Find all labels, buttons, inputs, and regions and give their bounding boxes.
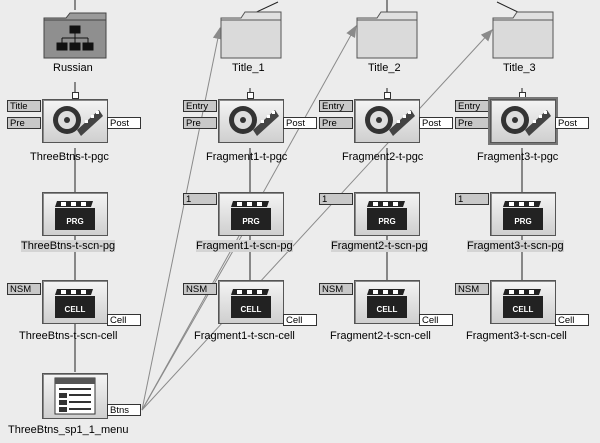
russian-label: Russian [53,62,93,74]
menu-btns-port[interactable]: Btns [107,404,141,416]
clapper-cell-icon: CELL [231,289,271,318]
cell-3-node[interactable]: CELL [490,280,556,324]
clapper-prg-icon: PRG [231,201,271,230]
cell-0-nsm-port[interactable]: NSM [7,283,41,295]
pg-0-label: ThreeBtns-t-scn-pg [21,240,116,252]
cell-0-node[interactable]: CELL [42,280,108,324]
title-2-node[interactable] [355,8,419,60]
cell-2-node[interactable]: CELL [354,280,420,324]
clapper-cell-icon: CELL [367,289,407,318]
pgc-3-pre-port[interactable]: Pre [455,117,489,129]
pg-3-in-port[interactable]: 1 [455,193,489,205]
title-3-out-port[interactable] [519,92,526,99]
cell-1-label: Fragment1-t-scn-cell [194,330,295,342]
pgc-0-pre-port[interactable]: Pre [7,117,41,129]
folder-icon [356,11,418,59]
clapper-cell-icon: CELL [503,289,543,318]
link-btns-title1 [141,27,223,411]
folder-icon [220,11,282,59]
title-2-out-port[interactable] [384,92,391,99]
cell-2-label: Fragment2-t-scn-cell [330,330,431,342]
pgc-2-label: Fragment2-t-pgc [342,151,424,163]
pgc-1-node[interactable] [218,99,284,143]
cell-1-cell-port[interactable]: Cell [283,314,317,326]
pgc-3-label: Fragment3-t-pgc [477,151,559,163]
pg-2-node[interactable]: PRG [354,192,420,236]
menu-label: ThreeBtns_sp1_1_menu [8,424,129,436]
pgc-2-post-port[interactable]: Post [419,117,453,129]
film-reel-icon [365,106,415,136]
folder-icon [492,11,554,59]
cell-2-nsm-port[interactable]: NSM [319,283,353,295]
pg-2-label: Fragment2-t-scn-pg [331,240,428,252]
title-3-label: Title_3 [503,62,536,74]
pgc-3-entry-port[interactable]: Entry [455,100,489,112]
pgc-2-node[interactable] [354,99,420,143]
title-2-label: Title_2 [368,62,401,74]
title-3-node[interactable] [491,8,555,60]
pg-1-in-port[interactable]: 1 [183,193,217,205]
menu-node[interactable] [42,373,108,419]
russian-out-port[interactable] [72,92,79,99]
cell-2-cell-port[interactable]: Cell [419,314,453,326]
russian-node[interactable] [42,10,108,60]
pgc-0-node[interactable] [42,99,108,143]
pgc-0-post-port[interactable]: Post [107,117,141,129]
clapper-prg-icon: PRG [367,201,407,230]
pg-0-node[interactable]: PRG [42,192,108,236]
pg-1-badge: PRG [242,217,259,226]
pgc-1-label: Fragment1-t-pgc [206,151,288,163]
pgc-0-title-port[interactable]: Title [7,100,41,112]
film-reel-icon [229,106,279,136]
menu-button-links [141,25,493,411]
clapper-cell-icon: CELL [55,289,95,318]
pg-1-label: Fragment1-t-scn-pg [196,240,293,252]
pgc-1-entry-port[interactable]: Entry [183,100,217,112]
cell-1-badge: CELL [241,305,262,314]
title-1-out-port[interactable] [247,92,254,99]
pg-2-badge: PRG [378,217,395,226]
clapper-prg-icon: PRG [55,201,95,230]
cell-2-badge: CELL [377,305,398,314]
folder-tree-icon [43,12,107,59]
cell-3-cell-port[interactable]: Cell [555,314,589,326]
pg-3-label: Fragment3-t-scn-pg [467,240,564,252]
cell-0-badge: CELL [65,305,86,314]
pgc-3-post-port[interactable]: Post [555,117,589,129]
cell-0-label: ThreeBtns-t-scn-cell [19,330,118,342]
pgc-2-entry-port[interactable]: Entry [319,100,353,112]
pg-3-node[interactable]: PRG [490,192,556,236]
pgc-1-post-port[interactable]: Post [283,117,317,129]
pg-1-node[interactable]: PRG [218,192,284,236]
film-reel-icon [501,106,551,136]
film-reel-icon [53,106,103,136]
cell-1-nsm-port[interactable]: NSM [183,283,217,295]
title-1-label: Title_1 [232,62,265,74]
link-btns-title3 [141,29,493,411]
clapper-prg-icon: PRG [503,201,543,230]
pgc-2-pre-port[interactable]: Pre [319,117,353,129]
cell-3-label: Fragment3-t-scn-cell [466,330,567,342]
pgc-1-pre-port[interactable]: Pre [183,117,217,129]
cell-1-node[interactable]: CELL [218,280,284,324]
pg-3-badge: PRG [514,217,531,226]
pgc-0-label: ThreeBtns-t-pgc [30,151,109,163]
pg-0-badge: PRG [66,217,83,226]
cell-0-cell-port[interactable]: Cell [107,314,141,326]
cell-3-nsm-port[interactable]: NSM [455,283,489,295]
pg-2-in-port[interactable]: 1 [319,193,353,205]
cell-3-badge: CELL [513,305,534,314]
pgc-3-node[interactable] [488,97,558,145]
menu-document-icon [54,377,96,415]
title-1-node[interactable] [219,8,283,60]
